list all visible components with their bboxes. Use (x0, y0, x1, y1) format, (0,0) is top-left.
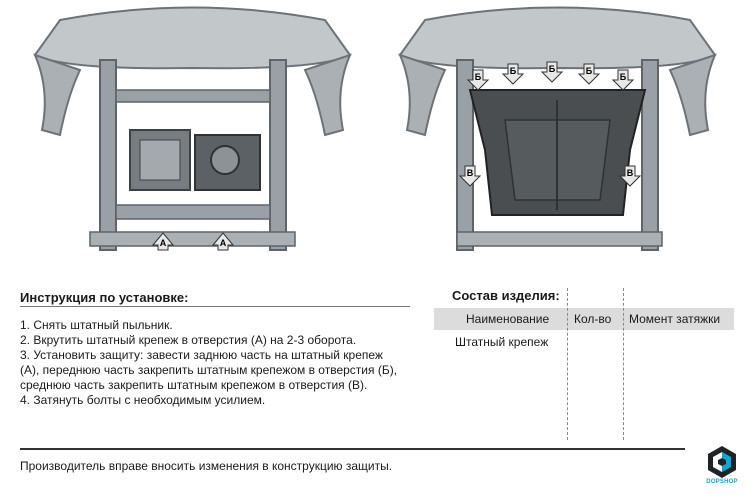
logo-text: DOPSHOP (706, 479, 738, 485)
marker-label: Б (475, 72, 482, 82)
instruction-steps: 1. Снять штатный пыльник. 2. Вкрутить шт… (20, 318, 400, 408)
header-name: Наименование (466, 312, 550, 326)
footer-divider (20, 448, 685, 450)
marker-v-left: В (458, 165, 482, 187)
marker-label: Б (549, 64, 556, 74)
marker-label: A (220, 238, 227, 248)
engine-bay-illustration: A A (20, 0, 365, 265)
instruction-step: 3. Установить защиту: завести заднюю час… (20, 348, 398, 392)
marker-b-3: Б (540, 61, 564, 83)
header-torque: Момент затяжки (629, 312, 721, 326)
marker-b-1: Б (466, 69, 490, 91)
marker-b-2: Б (501, 63, 525, 85)
instruction-step: 1. Снять штатный пыльник. (20, 318, 173, 332)
header-qty: Кол-во (574, 312, 612, 326)
dopshop-logo: DOPSHOP (702, 445, 742, 495)
instruction-step: 4. Затянуть болты с необходимым усилием. (20, 393, 266, 407)
table-divider (623, 288, 624, 440)
marker-b-5: Б (611, 69, 635, 91)
instruction-step: 2. Вкрутить штатный крепеж в отверстия (… (20, 333, 357, 347)
marker-a-left: A (151, 232, 175, 251)
composition-title: Состав изделия: (452, 288, 560, 303)
logo-mark-icon (708, 446, 736, 478)
marker-label: В (467, 168, 474, 178)
marker-label: Б (586, 66, 593, 76)
table-row: Штатный крепеж (455, 335, 549, 349)
table-divider (567, 288, 568, 440)
marker-label: A (160, 238, 167, 248)
marker-v-right: В (618, 165, 642, 187)
marker-label: Б (510, 66, 517, 76)
footer-note: Производитель вправе вносить изменения в… (20, 459, 393, 473)
marker-label: Б (620, 72, 627, 82)
instructions-title: Инструкция по установке: (20, 290, 189, 305)
guard-installed-illustration: Б Б Б Б Б В В (385, 0, 730, 265)
guard-installed-drawing: Б Б Б Б Б В В (398, 6, 717, 251)
marker-label: В (627, 168, 634, 178)
marker-a-right: A (211, 232, 235, 251)
engine-bay-drawing: A A (33, 6, 352, 251)
instructions-divider (20, 306, 410, 307)
marker-b-4: Б (577, 63, 601, 85)
composition-header-bar (434, 308, 734, 330)
